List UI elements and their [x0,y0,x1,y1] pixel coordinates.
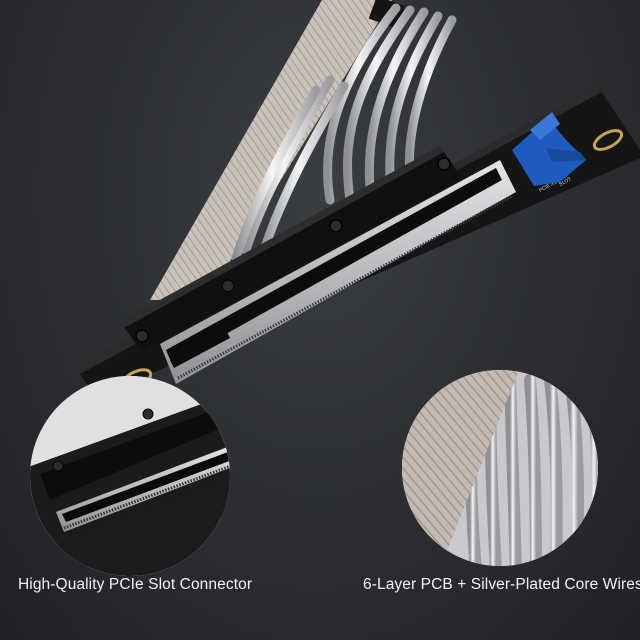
zoom-circle-wires [402,370,598,566]
caption-pcb-wires: 6-Layer PCB + Silver-Plated Core Wires [363,576,640,593]
pcie-slot-connector [160,160,516,384]
zoom-circle-slot [30,376,230,576]
svg-text:SLOT: SLOT [558,176,572,187]
screw-icon [221,279,235,293]
blue-latch [512,112,586,186]
screw-icon [329,219,343,233]
mounting-bracket [120,146,462,352]
screw-icon [135,329,149,343]
screw-icon [437,157,451,171]
caption-slot-connector: High-Quality PCIe Slot Connector [18,576,253,593]
